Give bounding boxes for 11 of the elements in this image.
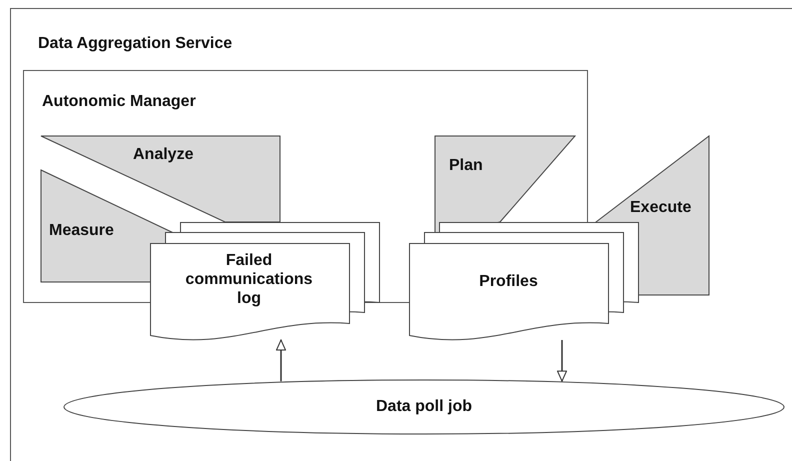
node-label: Measure <box>49 221 114 240</box>
node-label: Data poll job <box>375 397 473 416</box>
arrow <box>276 340 286 382</box>
node-label: Plan <box>449 156 483 175</box>
node-label: Data Aggregation Service <box>38 34 232 53</box>
node-label: Execute <box>630 198 692 217</box>
arrow <box>557 340 567 382</box>
node-label: Analyze <box>133 145 194 164</box>
node-label: Autonomic Manager <box>42 92 196 111</box>
node-label: Profiles <box>478 272 539 291</box>
node-label: Failed communications log <box>184 251 314 308</box>
